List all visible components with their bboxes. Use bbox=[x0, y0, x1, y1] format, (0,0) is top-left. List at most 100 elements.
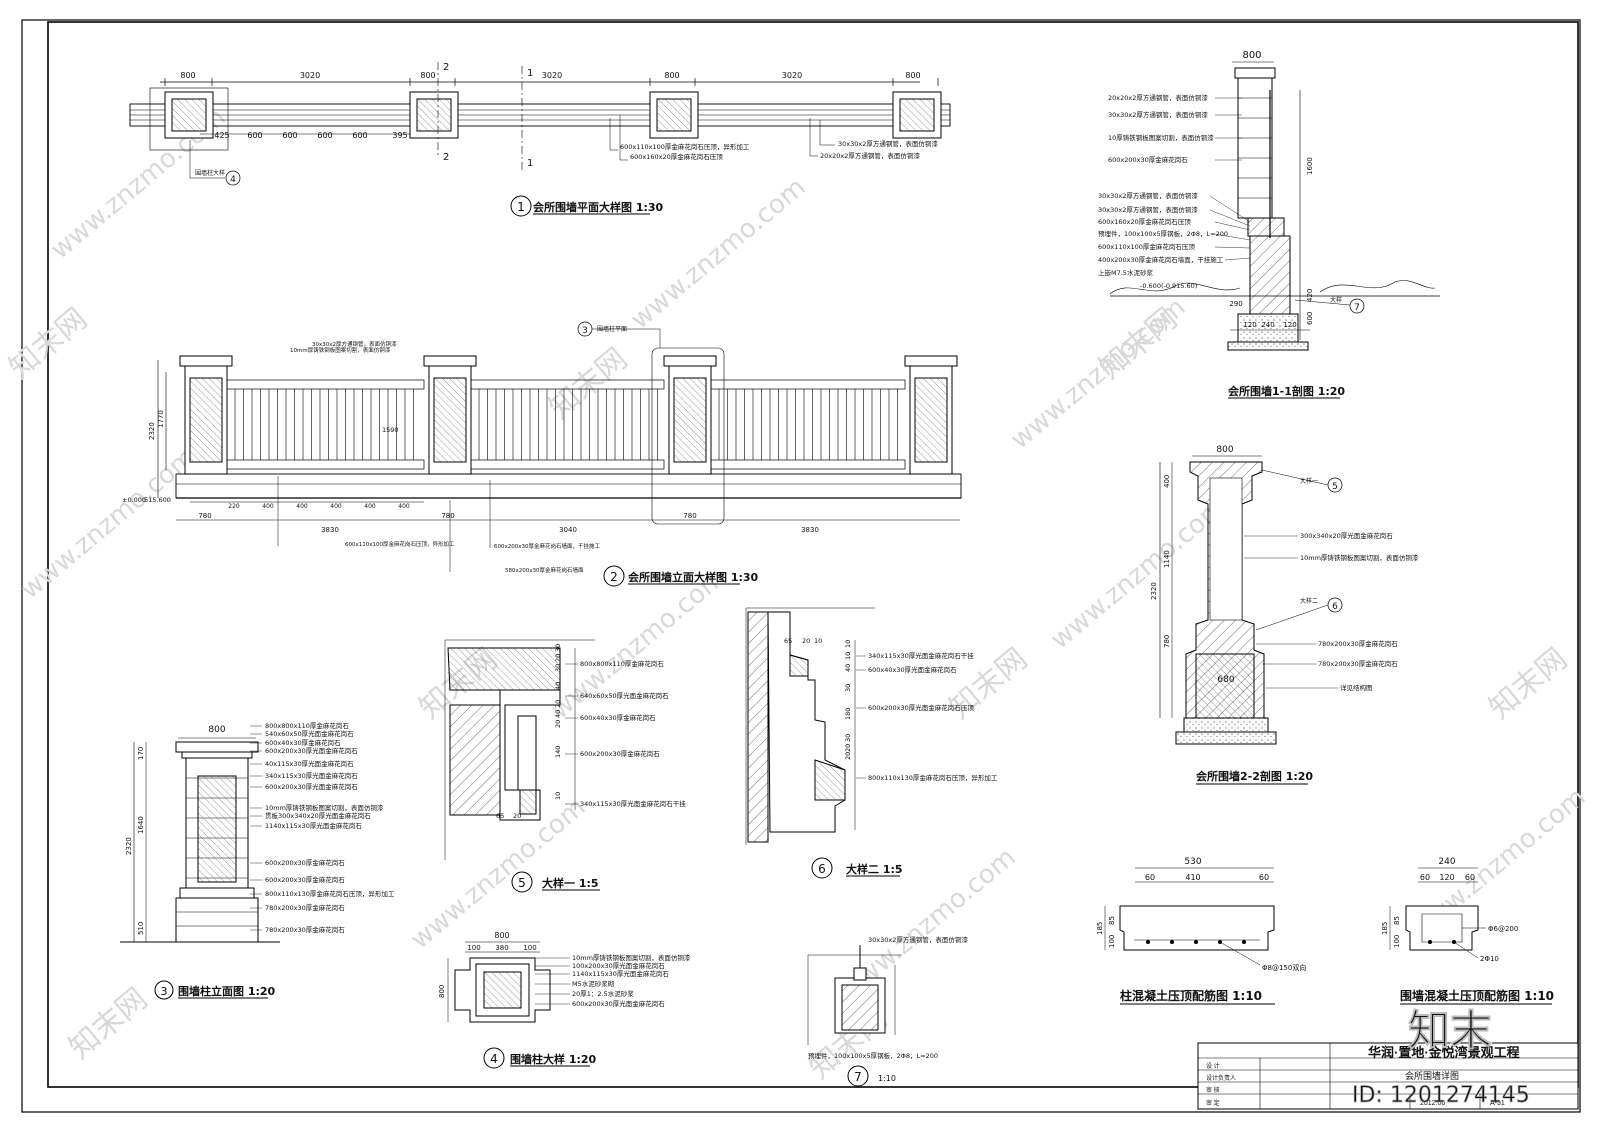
detail5-dim: 20 bbox=[554, 720, 562, 728]
svg-text:100: 100 bbox=[523, 944, 536, 952]
pillar-note: 10mm厚铸铁钢板图案切割，表面仿铜漆 bbox=[265, 803, 384, 812]
svg-text:5: 5 bbox=[1332, 482, 1338, 492]
detail5-dim: 40 bbox=[554, 682, 562, 690]
detail6-dim: 10 bbox=[844, 652, 852, 660]
pillar-note: 540x60x50厚光面金麻花岗石 bbox=[265, 729, 354, 738]
svg-text:20x20x2厚方通钢管，表面仿铜漆: 20x20x2厚方通钢管，表面仿铜漆 bbox=[1108, 93, 1208, 102]
svg-text:420: 420 bbox=[1306, 289, 1314, 302]
svg-text:600: 600 bbox=[352, 131, 367, 140]
svg-text:1590: 1590 bbox=[382, 426, 399, 434]
svg-text:审 定: 审 定 bbox=[1206, 1099, 1220, 1107]
svg-text:60: 60 bbox=[1259, 873, 1269, 882]
svg-text:华润·置地·金悦湾景观工程: 华润·置地·金悦湾景观工程 bbox=[1368, 1045, 1520, 1060]
detail6-note: 600x200x30厚光面金麻花岗石压顶 bbox=[868, 703, 974, 712]
svg-text:会所围墙详图: 会所围墙详图 bbox=[1405, 1070, 1459, 1081]
svg-text:600x110x100厚金麻花岗石压顶，异形加工: 600x110x100厚金麻花岗石压顶，异形加工 bbox=[620, 142, 750, 151]
detail6-dim: 180 bbox=[844, 708, 852, 720]
svg-text:4: 4 bbox=[490, 1052, 498, 1066]
svg-text:设 计: 设 计 bbox=[1206, 1062, 1220, 1070]
svg-text:2320: 2320 bbox=[148, 422, 156, 440]
svg-text:580x200x30厚金麻花岗石墙面: 580x200x30厚金麻花岗石墙面 bbox=[505, 566, 584, 574]
svg-text:170: 170 bbox=[137, 747, 145, 760]
svg-text:知末网: 知末网 bbox=[1483, 641, 1574, 726]
elevation-view: 2320 1770 bbox=[122, 321, 962, 587]
svg-text:2320: 2320 bbox=[125, 837, 133, 855]
detail6-dim: 10 bbox=[844, 640, 852, 648]
svg-text:知末网: 知末网 bbox=[63, 981, 154, 1066]
svg-text:400x200x30厚金麻花岗石墙面，干挂施工: 400x200x30厚金麻花岗石墙面，干挂施工 bbox=[1098, 255, 1224, 264]
svg-text:10: 10 bbox=[814, 637, 822, 645]
svg-text:3020: 3020 bbox=[300, 71, 320, 80]
svg-text:600x160x20厚金麻花岗石压顶: 600x160x20厚金麻花岗石压顶 bbox=[630, 152, 723, 161]
svg-text:510: 510 bbox=[137, 922, 145, 935]
svg-text:530: 530 bbox=[1184, 857, 1201, 867]
elevation-pillar-3 bbox=[663, 355, 717, 475]
svg-text:20x20x2厚方通钢管，表面仿铜漆: 20x20x2厚方通钢管，表面仿铜漆 bbox=[820, 151, 920, 160]
svg-text:5: 5 bbox=[518, 876, 526, 890]
detail5-note: 800x800x110厚金麻花岗石 bbox=[580, 659, 664, 668]
svg-text:780x200x30厚金麻花岗石: 780x200x30厚金麻花岗石 bbox=[1318, 639, 1398, 648]
svg-text:290: 290 bbox=[1229, 300, 1242, 308]
detail5-dim: 30 bbox=[554, 644, 562, 652]
svg-text:240: 240 bbox=[1438, 857, 1455, 867]
svg-text:审 核: 审 核 bbox=[1206, 1086, 1220, 1094]
svg-text:大样一: 大样一 bbox=[1300, 477, 1318, 485]
detail-seven: 30x30x2厚方通钢管，表面仿铜漆 预埋件，100x100x5厚钢板，2Φ8，… bbox=[807, 935, 968, 1087]
brand-logo: 知末 bbox=[1408, 1006, 1492, 1055]
section22-title: 会所围墙2-2剖图 1:20 bbox=[1196, 769, 1313, 783]
svg-text:800: 800 bbox=[420, 71, 435, 80]
svg-text:www.znzmo.com: www.znzmo.com bbox=[15, 442, 201, 605]
svg-text:800: 800 bbox=[208, 725, 225, 735]
section-1-1: 800 20x20x2厚方通钢管，表面仿铜漆 30x30x2厚方通钢管，表面仿铜… bbox=[1098, 50, 1440, 399]
svg-text:3: 3 bbox=[161, 985, 168, 998]
svg-text:±0.000: ±0.000 bbox=[122, 496, 146, 504]
rebar1-title: 柱混凝土压顶配筋图 1:10 bbox=[1120, 988, 1262, 1003]
svg-text:2012.06: 2012.06 bbox=[1420, 1100, 1445, 1107]
svg-text:60: 60 bbox=[1420, 873, 1430, 882]
svg-text:300x340x20厚光面金麻花岗石: 300x340x20厚光面金麻花岗石 bbox=[1300, 531, 1393, 540]
svg-text:380: 380 bbox=[495, 944, 508, 952]
svg-text:800: 800 bbox=[664, 71, 679, 80]
rebar2-title: 围墙混凝土压顶配筋图 1:10 bbox=[1400, 988, 1554, 1003]
brand-overlay: 知末 ID: 1201274145 bbox=[1352, 1006, 1531, 1109]
svg-text:85: 85 bbox=[1108, 916, 1116, 925]
inner-frame bbox=[47, 21, 1579, 1088]
svg-text:410: 410 bbox=[1185, 873, 1200, 882]
svg-text:1140: 1140 bbox=[1163, 550, 1171, 568]
svg-text:大样: 大样 bbox=[1330, 296, 1342, 304]
svg-text:2: 2 bbox=[610, 570, 618, 584]
svg-text:7: 7 bbox=[1354, 303, 1360, 313]
svg-text:120: 120 bbox=[1283, 321, 1296, 329]
detail5-note: 640x60x50厚光面金麻花岗石 bbox=[580, 691, 669, 700]
svg-text:800: 800 bbox=[1242, 50, 1261, 61]
svg-text:400: 400 bbox=[1163, 475, 1171, 488]
svg-text:10mm厚铸铁钢板图案切割，表面仿铜漆: 10mm厚铸铁钢板图案切割，表面仿铜漆 bbox=[290, 346, 391, 354]
svg-text:A-31: A-31 bbox=[1490, 1100, 1505, 1107]
svg-text:www.znzmo.com: www.znzmo.com bbox=[545, 562, 731, 725]
svg-text:知末网: 知末网 bbox=[543, 341, 634, 426]
svg-text:知末网: 知末网 bbox=[1093, 301, 1184, 386]
pillar-note: 600x200x30厚光面金麻花岗石 bbox=[265, 746, 358, 755]
plan-post-2 bbox=[409, 91, 459, 139]
svg-text:1:10: 1:10 bbox=[878, 1074, 896, 1083]
detail5-note: 600x40x30厚金麻花岗石 bbox=[580, 713, 656, 722]
detail5-note: 600x200x30厚金麻花岗石 bbox=[580, 749, 660, 758]
svg-text:600: 600 bbox=[282, 131, 297, 140]
svg-text:2: 2 bbox=[443, 62, 449, 73]
detail4-note: 100x200x30厚光面金麻花岗石 bbox=[572, 961, 665, 970]
svg-text:600x110x100厚金麻花岗石压顶，异形加工: 600x110x100厚金麻花岗石压顶，异形加工 bbox=[345, 540, 455, 548]
pillar-note: 800x800x110厚金麻花岗石 bbox=[265, 721, 349, 730]
detail5-dim: 30 bbox=[554, 664, 562, 672]
post-detail: 800 100 380 100 800 10mm厚铸铁钢板图案切割，表面仿铜漆1… bbox=[438, 931, 691, 1069]
svg-text:30x30x2厚方通钢管，表面仿铜漆: 30x30x2厚方通钢管，表面仿铜漆 bbox=[312, 340, 397, 348]
detail4-note: 600x200x30厚光面金麻花岗石 bbox=[572, 999, 665, 1008]
svg-text:680: 680 bbox=[1217, 675, 1234, 685]
svg-text:Φ6@200: Φ6@200 bbox=[1488, 925, 1518, 933]
image-id: ID: 1201274145 bbox=[1352, 1083, 1530, 1108]
svg-text:800: 800 bbox=[905, 71, 920, 80]
svg-text:120: 120 bbox=[1439, 873, 1454, 882]
detail6-dim: 20 bbox=[844, 752, 852, 760]
plan-post-3 bbox=[649, 91, 699, 139]
detail5-note: 340x115x30厚光面金麻花岗石干挂 bbox=[580, 799, 686, 808]
svg-text:400: 400 bbox=[364, 503, 376, 510]
